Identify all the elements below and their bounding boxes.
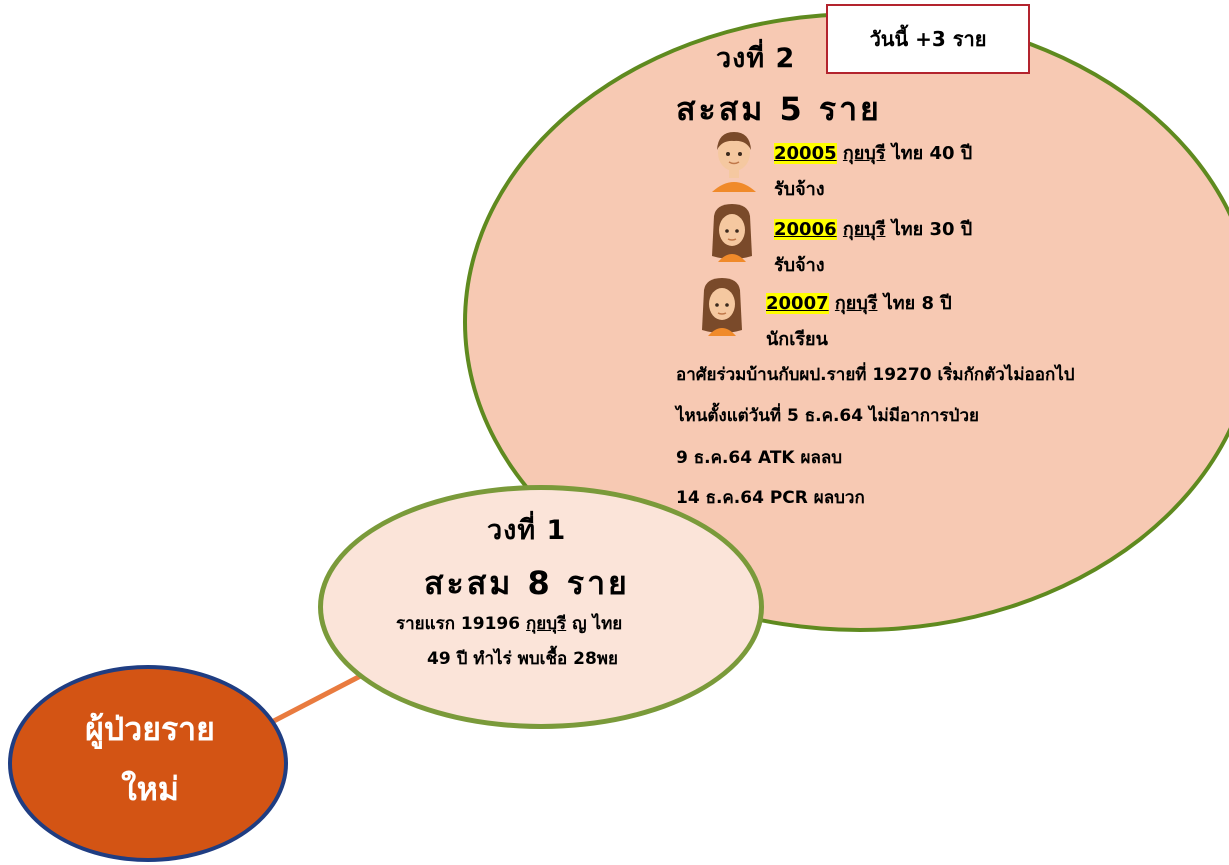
ring-2-title: วงที่ 2 (716, 43, 796, 74)
new-patient-label-line1: ผู้ป่วยราย (85, 710, 215, 748)
ring-1-ellipse (318, 485, 764, 729)
ring-1-total: สะสม 8 ราย (424, 564, 630, 602)
person-details: ไทย 40 ปี (891, 143, 973, 164)
ring-1-first-case: รายแรก 19196 กุยบุรี ญ ไทย (396, 610, 622, 637)
person-id: 20006 (774, 219, 837, 240)
person-occupation: นักเรียน (766, 329, 828, 350)
ring-1-first-case-details: 49 ปี ทำไร่ พบเชื้อ 28พย (427, 649, 618, 669)
person-details: ไทย 8 ปี (883, 293, 952, 314)
female-avatar-icon (712, 204, 752, 262)
ring-2-note: อาศัยร่วมบ้านกับผป.รายที่ 19270 เริ่มกัก… (676, 365, 1075, 385)
today-count-label: วันนี้ +3 ราย (869, 27, 987, 51)
person-occupation: รับจ้าง (774, 255, 825, 276)
person-id: 20005 (774, 143, 837, 164)
person-province: กุยบุรี (842, 143, 886, 164)
new-patient-label-line2: ใหม่ (121, 770, 179, 808)
ring-2-total: สะสม 5 ราย (676, 90, 882, 128)
today-count-box: วันนี้ +3 ราย (826, 4, 1030, 74)
person-province: กุยบุรี (834, 293, 878, 314)
person-details: ไทย 30 ปี (891, 219, 973, 240)
new-patient-circle (8, 665, 288, 862)
person-province: กุยบุรี (842, 219, 886, 240)
female-avatar-icon (702, 278, 742, 336)
person-id: 20007 (766, 293, 829, 314)
first-case-province: กุยบุรี (526, 614, 567, 634)
person-occupation: รับจ้าง (774, 179, 825, 200)
ring-2-note: 14 ธ.ค.64 PCR ผลบวก (676, 488, 865, 508)
first-case-suffix: ญ ไทย (572, 614, 623, 634)
first-case-prefix: รายแรก 19196 (396, 614, 521, 634)
male-avatar-icon (712, 132, 756, 192)
ring-2-note: 9 ธ.ค.64 ATK ผลลบ (676, 448, 843, 468)
ring-2-note: ไหนตั้งแต่วันที่ 5 ธ.ค.64 ไม่มีอาการป่วย (676, 406, 979, 426)
ring-1-title: วงที่ 1 (487, 515, 567, 546)
new-to-ring1-connector (266, 667, 374, 727)
